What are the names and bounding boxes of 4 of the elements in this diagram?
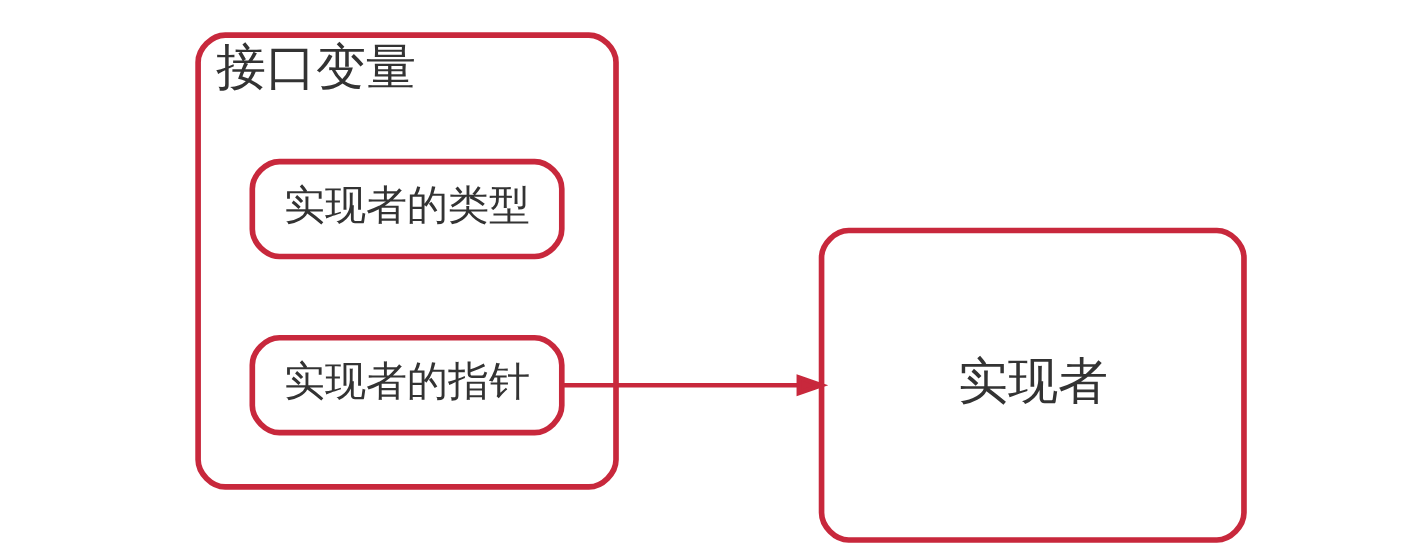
- node-box: 实现者的类型: [249, 158, 565, 260]
- node-box: 实现者的指针: [249, 334, 565, 436]
- arrow: [562, 374, 829, 397]
- node-box: 实现者: [818, 227, 1247, 543]
